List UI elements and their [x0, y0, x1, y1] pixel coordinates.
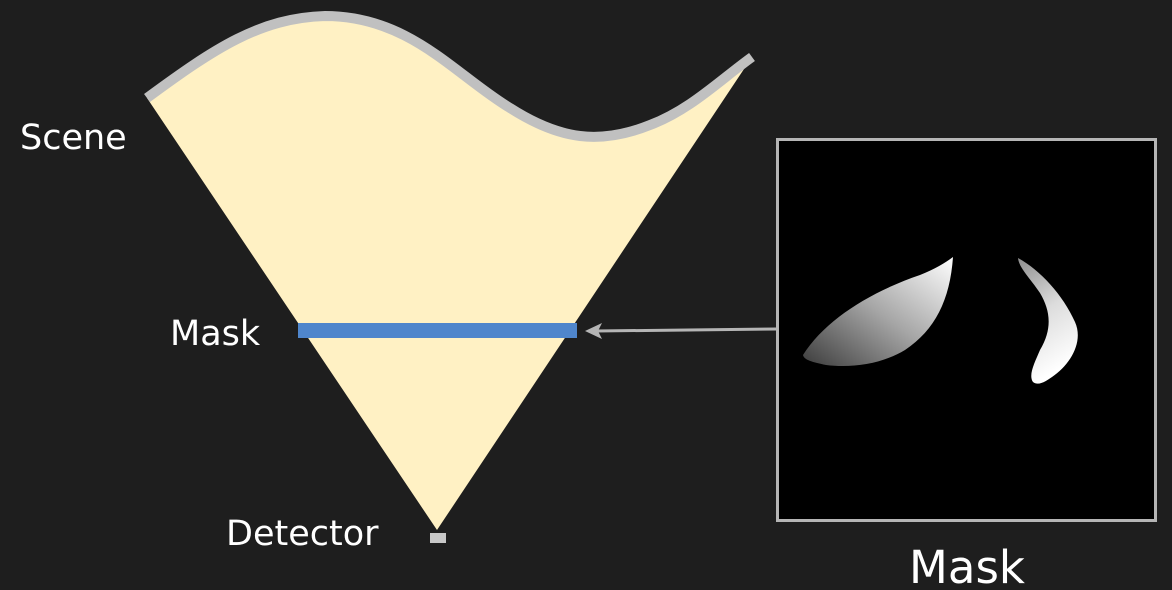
mask-panel-caption: Mask — [909, 541, 1025, 590]
mask-bar — [298, 323, 577, 338]
light-cone — [147, 16, 752, 530]
mask-label: Mask — [170, 314, 261, 354]
detector-square — [430, 533, 446, 543]
detector-label: Detector — [226, 514, 379, 554]
connector-arrow — [585, 323, 776, 339]
scene-label: Scene — [20, 118, 127, 158]
